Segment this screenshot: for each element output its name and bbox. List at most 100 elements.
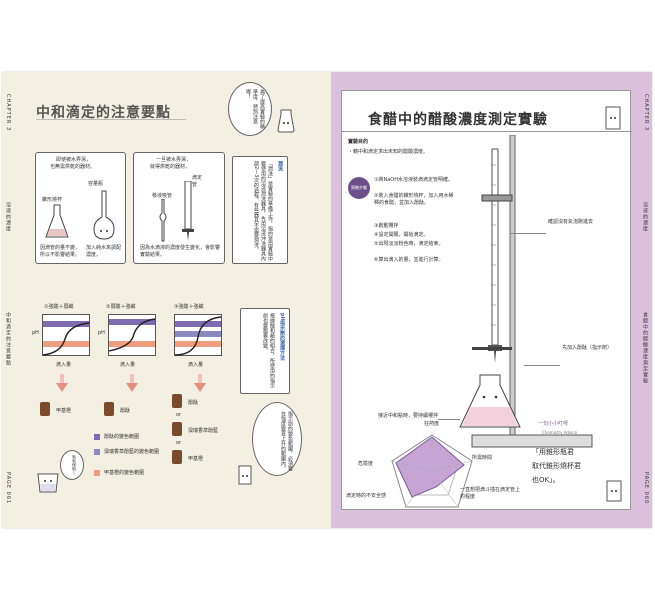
note-bubbles: 確認沒有氣泡跑進去 [548,219,594,225]
radar-label-top: 狂熱度 [424,421,440,427]
chapter-label-left: CHAPTER 3 [5,94,11,132]
divider [342,131,632,132]
rinse-box: 潤洗 「潤洗」是實驗的準備工作，指的是用實驗中要使用的溶液潤洗器具，先用溶液沖洗… [232,156,288,264]
legend-swatch-bromothymol [94,449,100,455]
dry-needed-box: 一旦被水弄濕， 就得烘乾的器材。 滴定管 移液吸管 因為水滴液的濃度發生變化，會… [133,152,225,264]
experiment-panel: 食醋中的醋酸濃度測定實驗 實驗目的 ・藉中和滴定求出未知的醋酸濃度。 實驗步驟 … [341,90,632,510]
legend-swatch-methyl-orange [94,470,100,476]
titration-chart-2 [108,314,156,356]
advice-sub: Chemistry Advice [542,430,578,435]
chart-3-title: ③強酸＋強鹼 [174,304,204,310]
step-4: ④設定開關，開始滴定。 [374,232,429,238]
book-spread: CHAPTER 3 溶液的濃度 中和滴定的注意要點 PAGE 061 中和滴定的… [2,72,652,528]
side-label-right-2: 食醋中的醋酸濃度測定實驗 [642,312,648,384]
right-page: CHAPTER 3 溶液的濃度 食醋中的醋酸濃度測定實驗 PAGE 060 食醋… [331,72,652,528]
steps-badge: 實驗步驟 [348,177,370,199]
indicator-phenol-2: 酚酞 [188,400,199,406]
radar-label-right: 所需時間 [472,455,493,461]
indicator-phenol: 酚酞 [120,408,131,414]
pipette-icon [159,199,167,242]
radar-label-bottom-right: 一直想把滴斗插在滴定管上的程度 [460,487,521,500]
note-indicator: 先加入酚酞（指示劑） [562,345,613,351]
radar-chart [391,434,473,508]
down-arrow-1-icon [56,383,68,392]
indicator-bromothymol: 溴瑞香草酚藍 [188,428,219,434]
titration-chart-3 [174,314,222,356]
beaker-mascot-icon [606,480,622,502]
step-6: ⑥算出滴入的量，並進行計算。 [374,257,444,263]
chart-1-xlabel: 滴入量 [56,362,72,368]
phenol-band [43,321,89,327]
phenol-band [109,319,155,325]
advice-line-1: 「用錐形瓶君 [532,448,574,456]
legend-methyl-orange: 甲基橙的變色範圍 [104,470,145,476]
radar-label-bottom-left: 滴定時的不安全感 [346,493,387,499]
titration-curve-3 [175,316,222,356]
title-underline [36,119,186,120]
radar-label-left: 危險度 [358,461,374,467]
phenol-band [175,321,221,327]
chapter-label-right: CHAPTER 3 [643,94,649,132]
methyl-orange-band [109,341,155,347]
callout-line [510,233,546,234]
step-5: ⑤出現淡淡粉色時，滴定結束。 [374,241,444,247]
indicator-or: or [176,412,182,418]
chart-1-ylabel: pH [32,330,39,336]
chart-2-ylabel: pH [98,330,105,336]
legend-swatch-phenol [94,434,100,440]
chart-2-xlabel: 滴入量 [120,362,136,368]
legend-phenol: 酚酞的變色範圍 [104,434,140,440]
indicator-or-2: or [176,440,182,446]
step-2: ②裝入食醋的錐形燒杯，加入用水稀釋的食醋，並加入酚酞。 [374,193,454,206]
indicator-methyl-orange-2: 甲基橙 [188,456,204,462]
left-page: CHAPTER 3 溶液的濃度 中和滴定的注意要點 PAGE 061 中和滴定的… [2,72,331,528]
step-1: ①將NaOH水溶液裝滴滴定管明確。 [374,177,453,183]
legend-bromothymol: 溴瑞香草酚藍的變色範圍 [104,449,160,455]
erlenmeyer-flask-icon [45,204,69,238]
callout-line [438,419,460,420]
page-title-right: 食醋中的醋酸濃度測定實驗 [368,112,548,128]
down-arrow-3-icon [194,383,206,392]
page-number-left: PAGE 061 [5,472,11,505]
advice-line-3: 也OK」。 [532,476,560,484]
ph-indicator-note: pH指示劑的選擇方法 根據酸和鹼的組合，所使用的指示劑也要跟著改變。 [240,308,290,394]
purpose-heading: 實驗目的 [348,139,369,145]
methyl-orange-band [175,341,221,347]
arrow-stem [198,374,202,384]
down-arrow-2-icon [126,383,138,392]
speech-bubble-top: 為了提高實驗的精準度，特別注意喔！ [228,82,272,136]
volumetric-flask-icon [93,190,115,240]
note-swirl: 接近中和點時，要持續攪拌 [378,413,439,419]
beaker-mascot-icon [605,106,621,130]
page-number-right: PAGE 060 [643,472,649,505]
titration-apparatus-illustration [459,135,593,448]
beaker-mascot-icon [238,465,252,485]
side-label-left-2: 中和滴定的注意要點 [5,312,11,366]
step-3: ③啟動攪拌 [374,223,399,229]
titration-chart-1 [42,314,90,356]
indicator-methyl-orange: 甲基橙 [56,408,72,414]
methyl-orange-band [43,341,89,347]
side-label-left: 溶液的濃度 [5,202,11,232]
burette-icon [182,181,194,241]
beaker-mascot-icon [277,109,295,133]
chart-1-title: ①強酸＋弱鹼 [44,304,74,310]
chart-2-title: ②弱酸＋強鹼 [106,304,136,310]
advice-heading: 一句小小叮嚀 [538,421,569,427]
arrow-stem [60,374,64,384]
page-title-left: 中和滴定的注意要點 [36,105,171,121]
side-label-right: 溶液的濃度 [642,202,648,232]
indicator-bottle-icon [172,450,182,464]
no-dry-needed-box: 即使被水弄濕， 也無需烘乾的器材。 容量瓶 錐形燒杯 因滴管的量不變，所以不影響… [35,152,126,264]
arrow-stem [130,374,134,384]
purpose-text: ・藉中和滴定求出未知的醋酸濃度。 [348,149,429,155]
indicator-bottle-icon [172,422,182,436]
speech-bubble-small: 毛毛怪呀～ [60,450,84,480]
speech-bubble-right: 指示劑的變色範圍，必須要在強度變直上升的範圍內。 [252,402,302,476]
titration-curve-1 [43,322,90,356]
beaker-mascot-icon [37,473,59,493]
chart-3-xlabel: 滴入量 [188,362,204,368]
titration-curve-2 [109,318,156,352]
indicator-bottle-icon [40,402,50,416]
advice-line-2: 取代錐形燒杯君 [532,462,581,470]
